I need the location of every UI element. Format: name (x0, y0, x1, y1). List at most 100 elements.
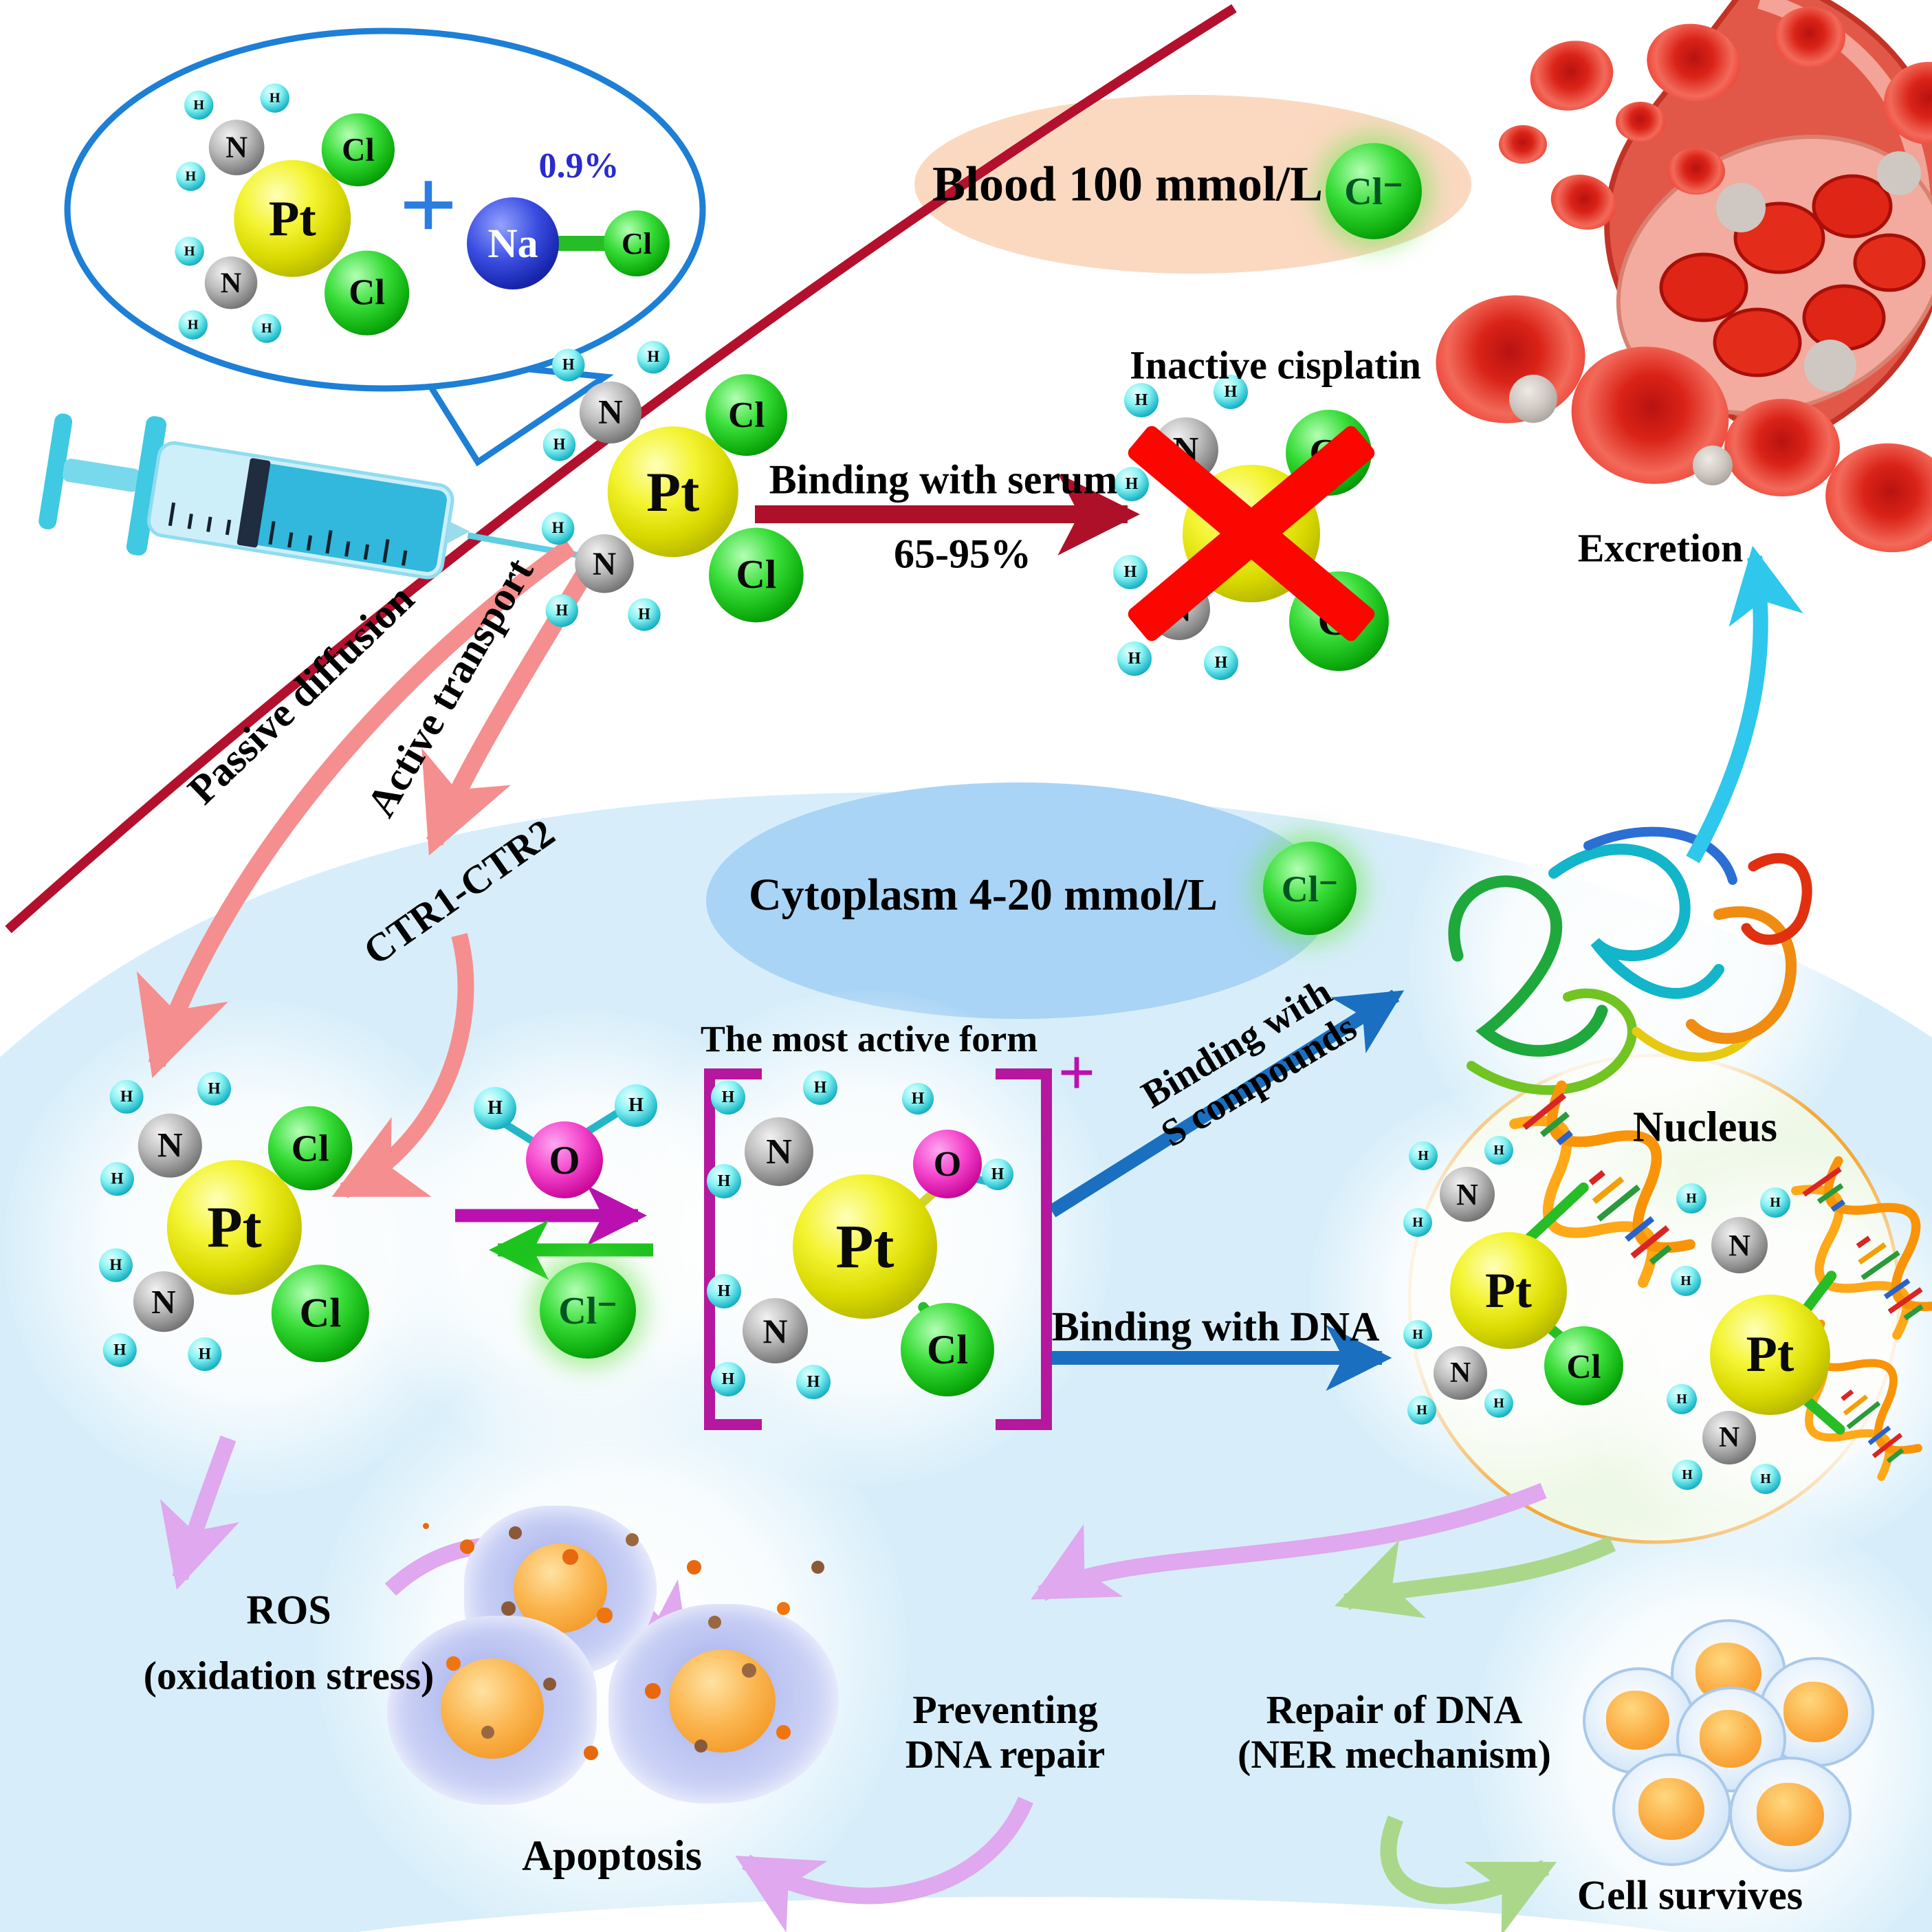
cell-nucleus (1700, 1710, 1761, 1768)
preventing-dna-repair-label: Preventing DNA repair (905, 1687, 1106, 1777)
hydrogen-atom: H (707, 1274, 741, 1308)
hydrogen-atom: H (100, 1162, 134, 1196)
nitrogen-atom: N (133, 1271, 195, 1332)
repair-dna-label: Repair of DNA (NER mechanism) (1238, 1687, 1551, 1777)
arrow-repair-to-survival (1380, 1815, 1557, 1932)
cell-nucleus (1783, 1682, 1848, 1742)
platinum-atom: Pt (1710, 1295, 1830, 1415)
cell-survives-label: Cell survives (1577, 1872, 1803, 1918)
ros-sub-label: (oxidation stress) (143, 1653, 435, 1698)
chlorine-atom: Cl (325, 250, 410, 336)
hydrogen-atom: H (1667, 1384, 1697, 1414)
chlorine-atom: Cl (1544, 1326, 1623, 1405)
hydrogen-atom: H (1672, 1460, 1702, 1490)
hydrogen-atom: H (252, 314, 282, 343)
oxygen-atom: O (913, 1130, 982, 1198)
nitrogen-atom: N (204, 256, 258, 309)
platinum-atom: Pt (1450, 1232, 1567, 1349)
nitrogen-atom: N (1440, 1167, 1495, 1222)
hydrogen-atom: H (175, 237, 204, 266)
hydrogen-atom: H (474, 1087, 516, 1130)
hydrogen-atom: H (197, 1071, 231, 1106)
platelet-sphere (1509, 375, 1557, 423)
apoptotic-cell (387, 1616, 597, 1805)
nucleus-label: Nucleus (1632, 1104, 1778, 1151)
cisplatin-molecule-bubble: H H H H H H N N Cl Pt Cl (173, 81, 418, 356)
serum-percent-label: 65-95% (894, 531, 1031, 577)
chlorine-atom: Cl (604, 210, 670, 276)
hydrogen-atom: H (1750, 1464, 1781, 1494)
blood-vessel (1604, 0, 1932, 449)
hydrogen-atom: H (615, 1084, 657, 1127)
active-form-brackets (704, 1068, 1052, 1430)
blood-concentration-label: Blood 100 mmol/L (932, 156, 1324, 212)
healthy-cell (1612, 1753, 1731, 1866)
hydrogen-atom: H (1403, 1320, 1432, 1349)
surviving-cells (1574, 1619, 1898, 1894)
hydrogen-atom: H (260, 83, 289, 113)
nitrogen-atom: N (745, 1117, 813, 1186)
charge-plus: + (1057, 1035, 1096, 1110)
red-blood-cell (1499, 125, 1547, 164)
hydrogen-atom: H (178, 310, 208, 340)
preventing-line2: DNA repair (905, 1732, 1106, 1777)
apoptotic-cells (382, 1502, 863, 1825)
ros-label: ROS (246, 1587, 331, 1633)
preventing-line1: Preventing (912, 1687, 1098, 1733)
red-blood-cell (1774, 7, 1845, 67)
binding-dna-label: Binding with DNA (1051, 1304, 1380, 1350)
hydrogen-atom: H (109, 1079, 144, 1114)
nitrogen-atom: N (138, 1113, 202, 1178)
nitrogen-atom: N (579, 381, 642, 443)
chlorine-atom: Cl (321, 113, 395, 186)
arrow-passive-diffusion (136, 539, 576, 1078)
red-blood-cell (1616, 102, 1665, 142)
apoptosis-label: Apoptosis (522, 1832, 702, 1880)
chlorine-atom: Cl (705, 374, 787, 456)
hydrogen-atom: H (188, 1337, 222, 1372)
hydrogen-atom: H (1407, 1396, 1436, 1425)
hydrogen-atom: H (1204, 646, 1238, 680)
excretion-label: Excretion (1577, 525, 1744, 571)
hydrogen-atom: H (1760, 1187, 1790, 1218)
arrow-preventing-to-apoptosis (735, 1797, 1034, 1932)
hydrogen-atom: H (707, 1164, 741, 1198)
hydrogen-atom: H (542, 428, 576, 461)
protein-ribbon (1448, 826, 1812, 1095)
arrow-binding-s-compounds (1048, 989, 1405, 1218)
hydrogen-atom: H (637, 340, 670, 374)
hydrogen-atom: H (1484, 1136, 1513, 1165)
red-blood-cell (1667, 148, 1725, 195)
water-molecule: H H O (454, 1071, 674, 1236)
syringe (39, 413, 603, 580)
sodium-atom: Na (467, 197, 559, 289)
hydrogen-atom: H (796, 1365, 831, 1399)
chloride-ion-cytoplasm: Cl⁻ (1263, 842, 1357, 935)
hydrogen-atom: H (1484, 1389, 1513, 1418)
active-form-molecule: H H H H H H H H N N O Pt Cl (707, 1061, 1023, 1405)
chlorine-atom: Cl (709, 527, 804, 623)
inactive-cisplatin-label: Inactive cisplatin (1130, 342, 1421, 388)
platinum-atom: Pt (793, 1174, 937, 1319)
chlorine-atom: Cl (271, 1264, 369, 1363)
cell-nucleus (1757, 1783, 1824, 1846)
cell-nucleus (669, 1649, 776, 1753)
cell-nucleus (1638, 1778, 1704, 1840)
active-form-title: The most active form (700, 1018, 1038, 1060)
hydrogen-atom: H (1113, 555, 1148, 589)
apoptotic-cell (608, 1604, 839, 1803)
binding-serum-label: Binding with serum (769, 457, 1118, 503)
hydrogen-atom: H (541, 512, 575, 545)
saline-percent: 0.9% (538, 146, 619, 186)
arrow-excretion (1686, 545, 1803, 864)
hydrogen-atom: H (1115, 467, 1149, 501)
hydrogen-atom: H (1671, 1266, 1701, 1296)
hydrogen-atom: H (545, 594, 578, 627)
nitrogen-atom: N (1711, 1217, 1768, 1273)
pt-dna-adduct-left: H H H H H H N N Pt Cl (1402, 1136, 1649, 1425)
chloride-ion-blood: Cl⁻ (1326, 143, 1422, 239)
healthy-cell (1729, 1757, 1852, 1872)
hydrogen-atom: H (176, 162, 206, 191)
repair-line2: (NER mechanism) (1238, 1732, 1551, 1777)
hydrogen-atom: H (628, 598, 661, 631)
